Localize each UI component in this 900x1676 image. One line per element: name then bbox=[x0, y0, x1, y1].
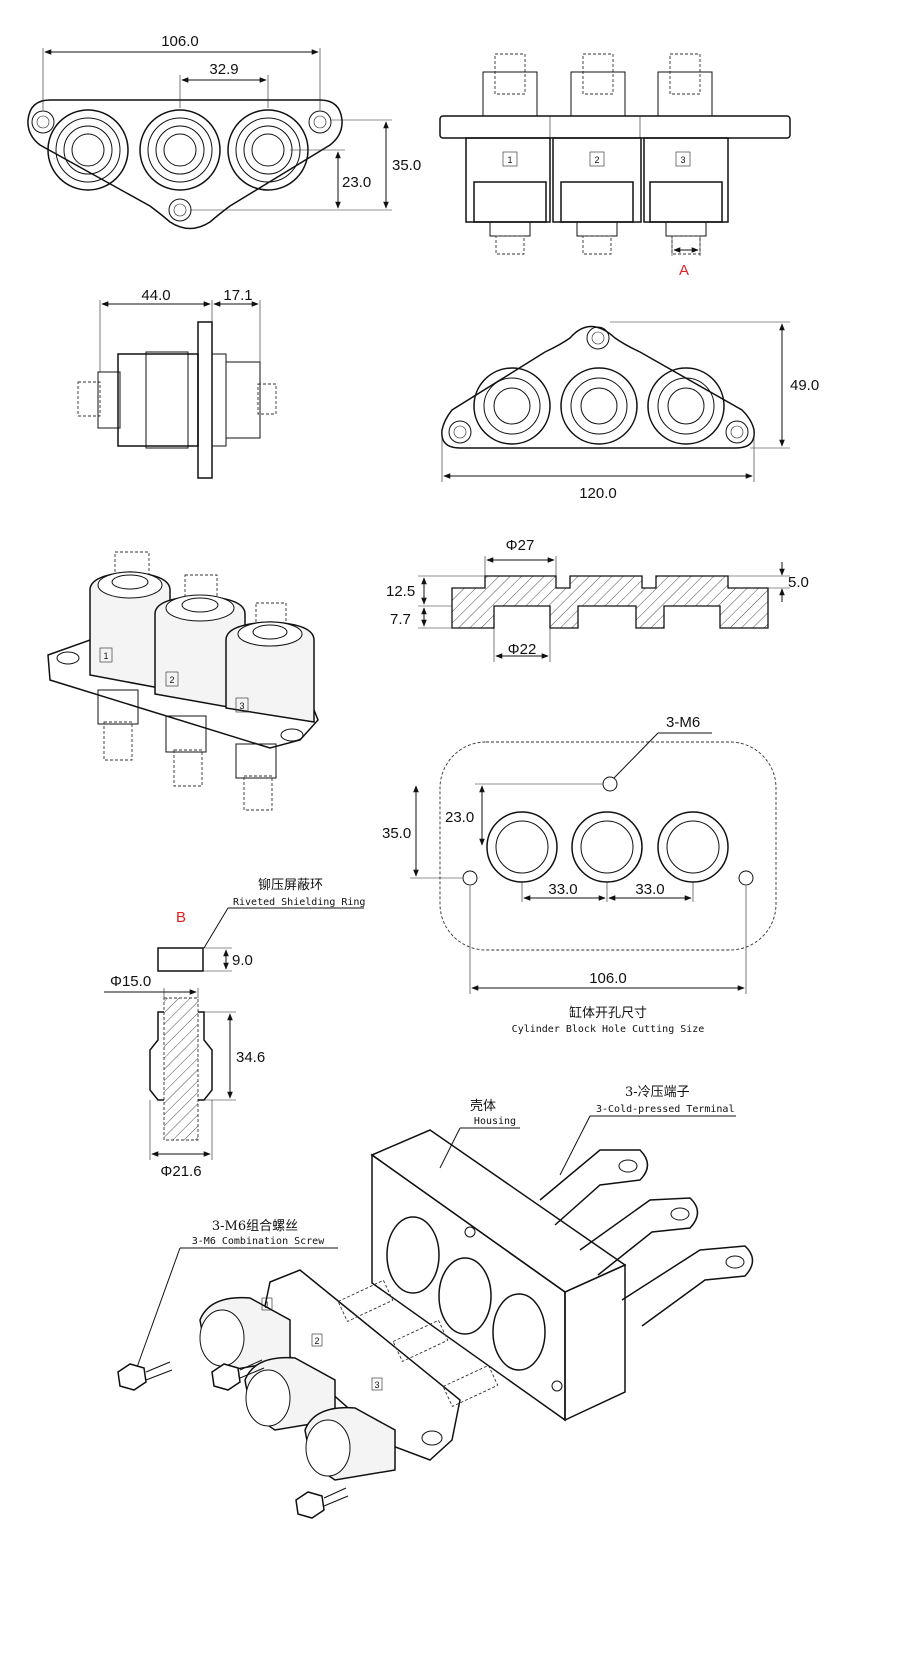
front-number-2: 2 bbox=[594, 155, 599, 165]
label-terminal-cn: 3-冷压端子 bbox=[625, 1085, 690, 1100]
dim-cut-width: 106.0 bbox=[589, 970, 627, 987]
dim-height: 35.0 bbox=[392, 157, 421, 174]
dim-bottom-width: 120.0 bbox=[579, 485, 617, 502]
hole-cutting-diagram: 3-M6 23.0 35.0 33.0 33.0 106.0 缸体开孔尺寸 Cy… bbox=[382, 714, 777, 1035]
exploded-number-3: 3 bbox=[374, 1380, 379, 1390]
front-connector-2: 2 bbox=[552, 53, 642, 255]
connector-face-1 bbox=[47, 109, 129, 191]
front-connector-3: 3 bbox=[643, 53, 729, 255]
callout-b: B bbox=[176, 909, 186, 926]
screw-3 bbox=[295, 1487, 349, 1519]
iso-number-1: 1 bbox=[103, 651, 108, 661]
cut-hole-3 bbox=[657, 811, 729, 883]
ring-b bbox=[157, 947, 204, 972]
dim-section-inner-dia: Φ22 bbox=[508, 641, 537, 658]
exploded-connector-3: 3 bbox=[304, 1377, 396, 1481]
iso-connector-3: 3 bbox=[225, 602, 315, 811]
iso-connector-2: 2 bbox=[154, 574, 246, 787]
dim-rear-length: 17.1 bbox=[223, 287, 252, 304]
front-connector-1: 1 bbox=[465, 53, 551, 255]
callout-a: A bbox=[679, 262, 689, 279]
ring-title-cn: 铆压屏蔽环 bbox=[258, 878, 323, 893]
terminal-3 bbox=[621, 1245, 754, 1327]
shielding-ring-drawing: 铆压屏蔽环 Riveted Shielding Ring B 9.0 Φ15.0… bbox=[104, 878, 365, 1180]
front-view: 1 2 3 A bbox=[439, 53, 791, 279]
top-view: 106.0 32.9 35.0 23.0 bbox=[27, 33, 421, 230]
isometric-view: 1 2 3 bbox=[47, 551, 319, 811]
caption-cutting-en: Cylinder Block Hole Cutting Size bbox=[512, 1024, 705, 1035]
exploded-number-2: 2 bbox=[314, 1336, 319, 1346]
cut-hole-1 bbox=[486, 811, 558, 883]
dim-section-lower: 7.7 bbox=[390, 611, 411, 628]
label-screw-holes: 3-M6 bbox=[666, 714, 700, 731]
dim-cut-hole-height: 23.0 bbox=[445, 809, 474, 826]
exploded-connector-2: 2 bbox=[244, 1333, 336, 1431]
label-terminal-en: 3-Cold-pressed Terminal bbox=[596, 1104, 734, 1115]
screw-1 bbox=[117, 1361, 173, 1391]
dim-ring-height: 9.0 bbox=[232, 952, 253, 969]
iso-number-3: 3 bbox=[239, 701, 244, 711]
label-screw-en: 3-M6 Combination Screw bbox=[192, 1236, 325, 1247]
label-housing-cn: 壳体 bbox=[470, 1099, 496, 1114]
dim-total-width: 106.0 bbox=[161, 33, 199, 50]
iso-connector-1: 1 bbox=[89, 551, 171, 761]
connector-face-2 bbox=[139, 109, 221, 191]
dim-hole-height: 23.0 bbox=[342, 174, 371, 191]
rear-face-1 bbox=[473, 367, 551, 445]
dim-section-outer-dia: Φ27 bbox=[506, 537, 535, 554]
rear-face-2 bbox=[560, 367, 638, 445]
label-housing-en: Housing bbox=[474, 1116, 516, 1127]
cut-hole-2 bbox=[571, 811, 643, 883]
dim-cut-pitch-2: 33.0 bbox=[635, 881, 664, 898]
dim-ring-outer-top: Φ15.0 bbox=[110, 973, 151, 990]
dim-section-upper: 12.5 bbox=[386, 583, 415, 600]
dim-ring-length: 34.6 bbox=[236, 1049, 265, 1066]
ring-title-en: Riveted Shielding Ring bbox=[233, 897, 365, 908]
dim-cut-total-height: 35.0 bbox=[382, 825, 411, 842]
dim-ring-outer-bottom: Φ21.6 bbox=[160, 1163, 201, 1180]
front-number-3: 3 bbox=[680, 155, 685, 165]
rear-face-3 bbox=[647, 367, 725, 445]
housing-block bbox=[370, 1129, 627, 1422]
section-view: Φ27 Φ22 12.5 7.7 5.0 bbox=[386, 537, 809, 662]
terminal-1 bbox=[539, 1149, 649, 1226]
dim-body-length: 44.0 bbox=[141, 287, 170, 304]
label-screw-cn: 3-M6组合螺丝 bbox=[212, 1219, 298, 1234]
dim-bottom-height: 49.0 bbox=[790, 377, 819, 394]
front-number-1: 1 bbox=[507, 155, 512, 165]
exploded-number-1: 1 bbox=[264, 1300, 269, 1310]
dim-section-recess: 5.0 bbox=[788, 574, 809, 591]
screw-2 bbox=[211, 1359, 265, 1391]
exploded-assembly: 壳体 Housing 3-冷压端子 3-Cold-pressed Termina… bbox=[117, 1085, 754, 1519]
terminal-2 bbox=[579, 1197, 699, 1276]
dim-pitch: 32.9 bbox=[209, 61, 238, 78]
side-view: 44.0 17.1 bbox=[77, 287, 277, 479]
dim-cut-pitch-1: 33.0 bbox=[548, 881, 577, 898]
iso-number-2: 2 bbox=[169, 675, 174, 685]
caption-cutting-cn: 缸体开孔尺寸 bbox=[569, 1005, 647, 1021]
exploded-connector-1: 1 bbox=[199, 1296, 291, 1371]
bottom-view: 49.0 120.0 bbox=[441, 321, 819, 502]
exploded-connector-bank: 1 2 3 bbox=[199, 1269, 499, 1481]
